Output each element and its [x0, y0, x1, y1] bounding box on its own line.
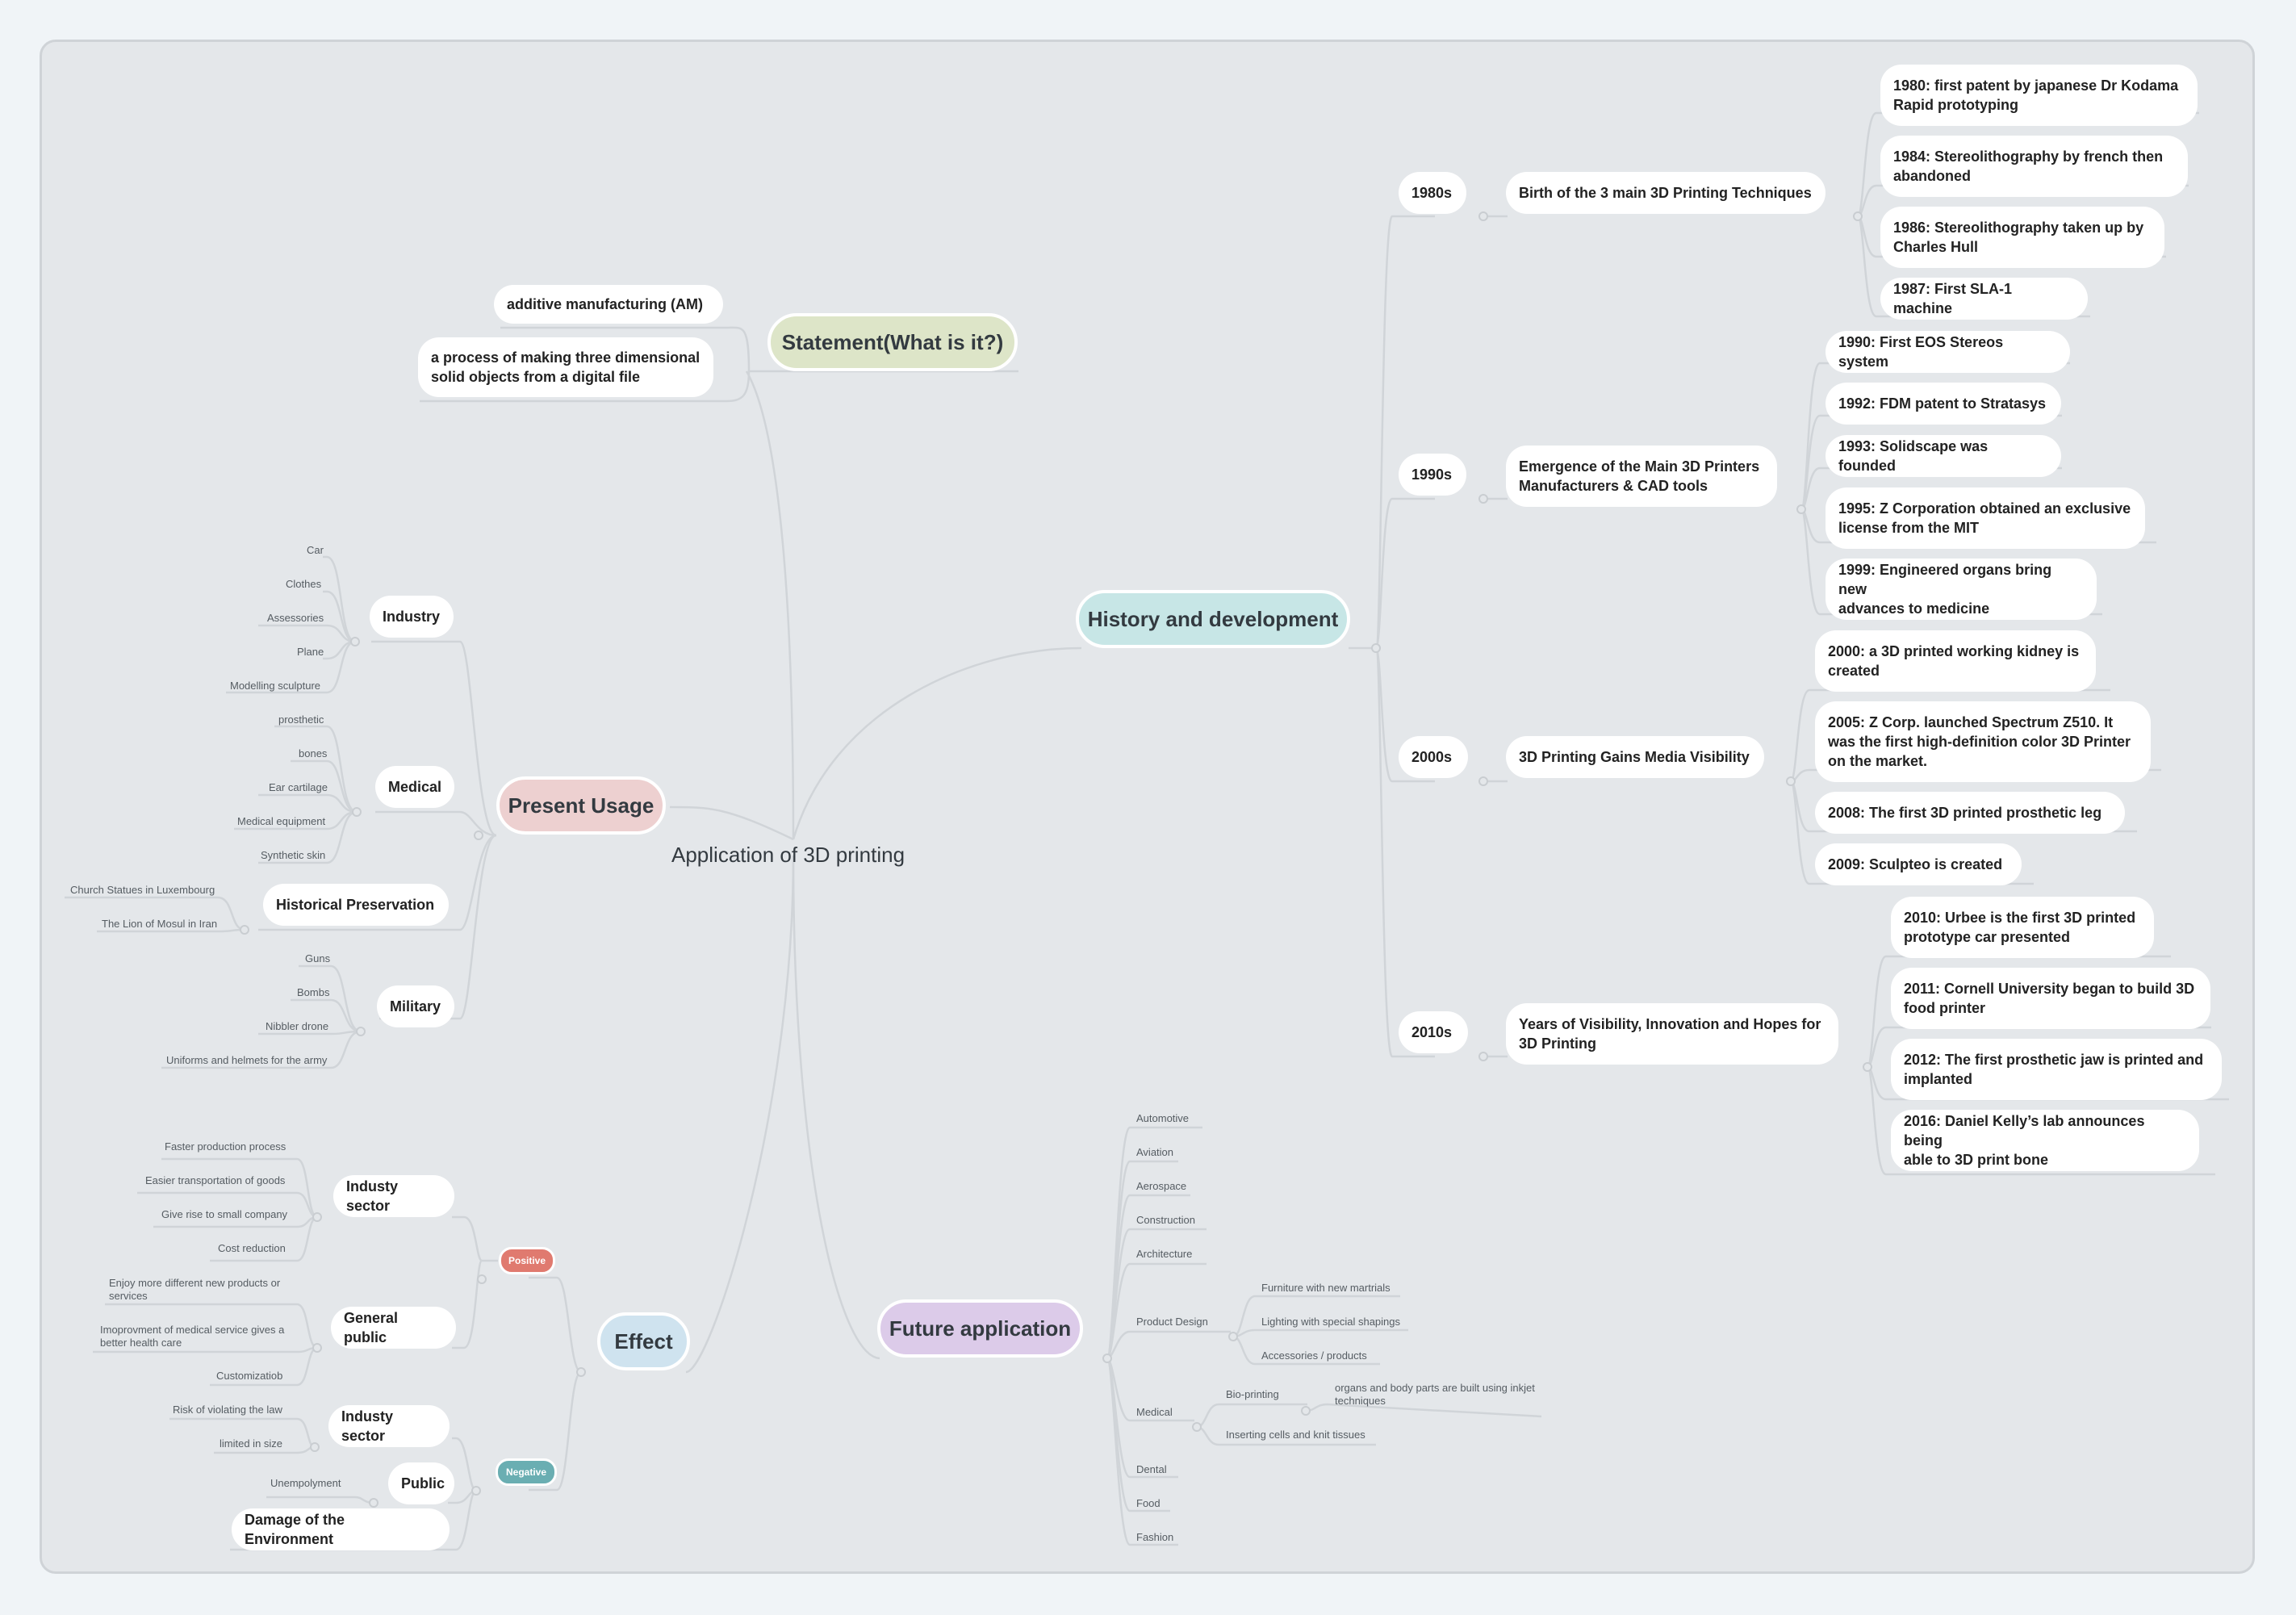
branch-present[interactable]: Present Usage [496, 776, 666, 835]
present-item[interactable]: prosthetic [278, 713, 324, 726]
history-event[interactable]: 2009: Sculpteo is created [1815, 843, 2022, 885]
negative-tag[interactable]: Negative [496, 1458, 557, 1486]
future-item[interactable]: Construction [1136, 1214, 1195, 1226]
present-item[interactable]: Uniforms and helmets for the army [166, 1054, 328, 1066]
present-group-historical[interactable]: Historical Preservation [263, 884, 449, 926]
negative-industry[interactable]: Industy sector [328, 1405, 450, 1447]
present-item[interactable]: Modelling sculpture [230, 680, 321, 692]
present-item[interactable]: Bombs [297, 986, 330, 998]
history-event[interactable]: 2000: a 3D printed working kidney is cre… [1815, 630, 2096, 692]
history-event[interactable]: 1987: First SLA-1 machine [1880, 278, 2088, 320]
branch-history[interactable]: History and development [1076, 590, 1350, 648]
central-topic[interactable]: Application of 3D printing [671, 843, 905, 867]
present-item[interactable]: Ear cartilage [269, 781, 328, 793]
effect-item[interactable]: Unempolyment [270, 1477, 341, 1489]
history-event[interactable]: 1990: First EOS Stereos system [1826, 331, 2070, 373]
branch-statement[interactable]: Statement(What is it?) [767, 313, 1018, 371]
present-item[interactable]: Nibbler drone [266, 1020, 329, 1032]
effect-item[interactable]: Easier transportation of goods [145, 1174, 286, 1186]
present-item[interactable]: Plane [297, 646, 324, 658]
history-event[interactable]: 2012: The first prosthetic jaw is printe… [1891, 1039, 2222, 1100]
present-item[interactable]: Guns [305, 952, 331, 964]
present-item[interactable]: Medical equipment [237, 815, 326, 827]
decade-title[interactable]: 3D Printing Gains Media Visibility [1506, 736, 1764, 778]
negative-public[interactable]: Public [388, 1462, 454, 1504]
present-item[interactable]: Car [307, 544, 324, 556]
decade-2000s[interactable]: 2000s [1399, 736, 1468, 778]
future-product-design[interactable]: Product Design [1136, 1316, 1208, 1328]
history-event[interactable]: 1980: first patent by japanese Dr Kodama… [1880, 65, 2198, 126]
positive-tag[interactable]: Positive [499, 1247, 555, 1274]
effect-item[interactable]: limited in size [220, 1437, 283, 1450]
statement-item[interactable]: additive manufacturing (AM) [494, 285, 723, 324]
future-item[interactable]: Automotive [1136, 1112, 1190, 1124]
future-item[interactable]: Aviation [1136, 1146, 1174, 1158]
future-item[interactable]: Lighting with special shapings [1261, 1316, 1400, 1328]
history-event[interactable]: 1984: Stereolithography by french then a… [1880, 136, 2188, 197]
decade-1990s[interactable]: 1990s [1399, 454, 1466, 496]
decade-1980s[interactable]: 1980s [1399, 172, 1466, 214]
statement-item[interactable]: a process of making three dimensional so… [418, 337, 713, 397]
history-event[interactable]: 2010: Urbee is the first 3D printed prot… [1891, 897, 2154, 958]
decade-title[interactable]: Emergence of the Main 3D Printers Manufa… [1506, 446, 1777, 507]
negative-environment[interactable]: Damage of the Environment [232, 1508, 450, 1550]
history-event[interactable]: 2008: The first 3D printed prosthetic le… [1815, 792, 2125, 834]
present-item[interactable]: Assessories [267, 612, 324, 624]
history-event[interactable]: 1992: FDM patent to Stratasys [1826, 383, 2061, 425]
present-item[interactable]: Church Statues in Luxembourg [70, 884, 215, 896]
future-bioprinting[interactable]: Bio-printing [1226, 1388, 1279, 1400]
effect-item[interactable]: Enjoy more different new products or ser… [109, 1277, 281, 1302]
decade-title[interactable]: Birth of the 3 main 3D Printing Techniqu… [1506, 172, 1826, 214]
future-item[interactable]: Food [1136, 1497, 1161, 1509]
future-item[interactable]: Aerospace [1136, 1180, 1187, 1192]
future-item[interactable]: Architecture [1136, 1248, 1193, 1260]
future-medical[interactable]: Medical [1136, 1406, 1173, 1418]
effect-item[interactable]: Imoprovment of medical service gives a b… [100, 1324, 285, 1349]
effect-item[interactable]: Customizatiob [216, 1370, 283, 1382]
effect-item[interactable]: Risk of violating the law [173, 1404, 282, 1416]
history-event[interactable]: 2011: Cornell University began to build … [1891, 968, 2210, 1029]
present-group-medical[interactable]: Medical [375, 766, 454, 808]
future-bioprinting-note[interactable]: organs and body parts are built using in… [1335, 1382, 1535, 1407]
positive-public[interactable]: General public [331, 1307, 456, 1349]
future-item[interactable]: Fashion [1136, 1531, 1174, 1543]
positive-industry[interactable]: Industy sector [333, 1175, 454, 1217]
present-item[interactable]: The Lion of Mosul in Iran [102, 918, 218, 930]
decade-2010s[interactable]: 2010s [1399, 1011, 1468, 1053]
present-item[interactable]: Synthetic skin [261, 849, 326, 861]
future-item[interactable]: Accessories / products [1261, 1349, 1367, 1362]
branch-future[interactable]: Future application [877, 1299, 1083, 1358]
effect-item[interactable]: Cost reduction [218, 1242, 286, 1254]
history-event[interactable]: 1986: Stereolithography taken up by Char… [1880, 207, 2164, 268]
branch-effect[interactable]: Effect [597, 1312, 690, 1370]
future-item[interactable]: Furniture with new martrials [1261, 1282, 1391, 1294]
effect-item[interactable]: Faster production process [165, 1140, 286, 1153]
future-item[interactable]: Inserting cells and knit tissues [1226, 1429, 1365, 1441]
present-item[interactable]: bones [299, 747, 328, 759]
present-item[interactable]: Clothes [286, 578, 322, 590]
history-event[interactable]: 1995: Z Corporation obtained an exclusiv… [1826, 487, 2145, 549]
history-event[interactable]: 1999: Engineered organs bring new advanc… [1826, 559, 2097, 620]
effect-item[interactable]: Give rise to small company [161, 1208, 288, 1220]
decade-title[interactable]: Years of Visibility, Innovation and Hope… [1506, 1003, 1838, 1065]
present-group-industry[interactable]: Industry [370, 596, 454, 638]
present-group-military[interactable]: Military [377, 985, 454, 1027]
history-event[interactable]: 1993: Solidscape was founded [1826, 435, 2061, 477]
future-item[interactable]: Dental [1136, 1463, 1167, 1475]
history-event[interactable]: 2016: Daniel Kelly’s lab announces being… [1891, 1110, 2199, 1171]
history-event[interactable]: 2005: Z Corp. launched Spectrum Z510. It… [1815, 701, 2151, 782]
